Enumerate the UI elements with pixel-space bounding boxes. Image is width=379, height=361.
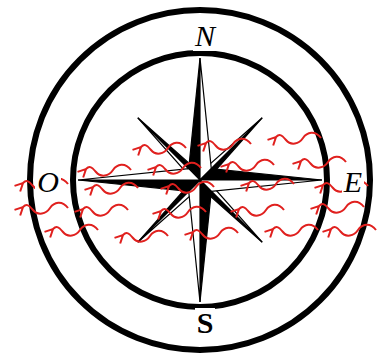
compass-star	[78, 58, 322, 302]
star-point	[189, 58, 200, 180]
compass-letter: E	[342, 167, 364, 197]
wave-arrow	[156, 163, 201, 174]
wave-arrow	[273, 225, 318, 236]
wave-arrow	[83, 205, 128, 216]
star-point	[200, 58, 211, 180]
star-point	[200, 180, 211, 302]
outer-ring	[30, 10, 370, 350]
wave-arrow	[93, 183, 138, 194]
wave-arrow	[193, 228, 238, 239]
wave-arrow	[301, 157, 346, 168]
compass-letter: O	[35, 167, 61, 197]
wave-arrow	[141, 143, 186, 154]
compass-letter: S	[195, 308, 216, 338]
wave-arrow	[229, 160, 274, 171]
wave-arrow	[123, 231, 168, 242]
wave-arrow	[206, 139, 251, 150]
wave-arrow	[86, 165, 131, 176]
star-point	[189, 180, 200, 302]
wave-arrow	[53, 225, 98, 236]
star-point	[200, 169, 322, 180]
wave-arrow	[161, 207, 206, 218]
wave-arrow	[319, 202, 364, 213]
inner-ring	[73, 53, 327, 307]
wave-arrow	[169, 182, 214, 193]
wave-arrow	[276, 133, 321, 144]
star-point	[200, 180, 322, 191]
compass-letter: N	[193, 21, 217, 51]
wave-arrow	[331, 225, 376, 236]
wave-arrow	[239, 205, 284, 216]
wave-arrow	[249, 179, 294, 190]
wave-arrow	[23, 203, 68, 214]
red-wave-arrows	[23, 133, 376, 242]
